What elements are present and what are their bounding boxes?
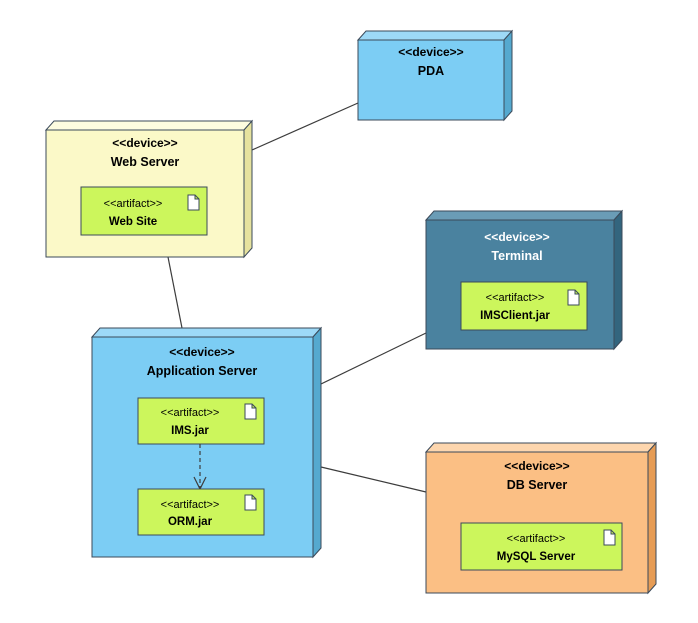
node-pda[interactable]: <<device>> PDA [356, 29, 514, 122]
node-application-server-stereotype: <<device>> [169, 345, 234, 359]
node-pda-top-face [356, 30, 514, 41]
artifact-ims-jar-stereotype: <<artifact>> [161, 407, 220, 419]
node-db-server-side-face [647, 441, 657, 595]
document-icon [244, 403, 257, 420]
node-web-server-top-face [44, 120, 254, 131]
node-terminal-title: Terminal [491, 249, 542, 263]
node-web-server-stereotype: <<device>> [112, 136, 177, 150]
artifact-orm-jar-title: ORM.jar [168, 516, 213, 528]
artifact-mysql-server[interactable]: <<artifact>> MySQL Server [460, 522, 623, 571]
node-application-server-title: Application Server [147, 364, 258, 378]
artifact-web-site-stereotype: <<artifact>> [104, 198, 163, 210]
artifact-imsclient-jar-stereotype: <<artifact>> [486, 292, 545, 304]
artifact-ims-jar-box [137, 397, 265, 445]
node-terminal-side-face [613, 209, 623, 351]
artifact-mysql-server-stereotype: <<artifact>> [507, 533, 566, 545]
node-pda-stereotype: <<device>> [398, 45, 463, 59]
node-application-server-top-face [90, 327, 323, 338]
node-pda-title: PDA [418, 64, 444, 78]
artifact-web-site-box [80, 186, 208, 236]
node-db-server-stereotype: <<device>> [504, 459, 569, 473]
connection-application-server-db-server[interactable] [320, 466, 427, 493]
artifact-web-site[interactable]: <<artifact>> Web Site [80, 186, 208, 236]
artifact-ims-jar-title: IMS.jar [171, 425, 209, 437]
node-application-server-side-face [312, 326, 322, 559]
node-terminal[interactable]: <<device>> Terminal <<artifact>> IMSClie… [424, 209, 624, 351]
connections [167, 102, 427, 493]
node-db-server[interactable]: <<device>> DB Server <<artifact>> MySQL … [424, 441, 658, 595]
node-pda-side-face [503, 29, 513, 122]
node-db-server-top-face [424, 442, 658, 453]
connection-web-server-pda[interactable] [251, 102, 359, 151]
artifact-mysql-server-title: MySQL Server [497, 551, 576, 563]
node-web-server[interactable]: <<device>> Web Server <<artifact>> Web S… [44, 119, 254, 259]
artifact-orm-jar[interactable]: <<artifact>> ORM.jar [137, 488, 265, 536]
artifact-imsclient-jar-title: IMSClient.jar [480, 310, 550, 322]
node-application-server[interactable]: <<device>> Application Server <<artifact… [90, 326, 323, 559]
document-icon [567, 289, 580, 306]
connection-web-server-application-server[interactable] [167, 256, 183, 329]
artifact-mysql-server-box [460, 522, 623, 571]
node-web-server-title: Web Server [111, 155, 180, 169]
artifact-orm-jar-stereotype: <<artifact>> [161, 499, 220, 511]
artifact-web-site-title: Web Site [109, 216, 157, 228]
artifact-imsclient-jar[interactable]: <<artifact>> IMSClient.jar [460, 281, 588, 331]
artifact-ims-jar[interactable]: <<artifact>> IMS.jar [137, 397, 265, 445]
document-icon [603, 529, 616, 546]
node-terminal-top-face [424, 210, 624, 221]
document-icon [187, 194, 200, 211]
artifact-imsclient-jar-box [460, 281, 588, 331]
node-terminal-stereotype: <<device>> [484, 230, 549, 244]
connection-application-server-terminal[interactable] [320, 332, 427, 385]
document-icon [244, 494, 257, 511]
node-web-server-side-face [243, 119, 253, 259]
node-pda-front-face [357, 39, 505, 121]
artifact-orm-jar-box [137, 488, 265, 536]
node-db-server-title: DB Server [507, 478, 568, 492]
